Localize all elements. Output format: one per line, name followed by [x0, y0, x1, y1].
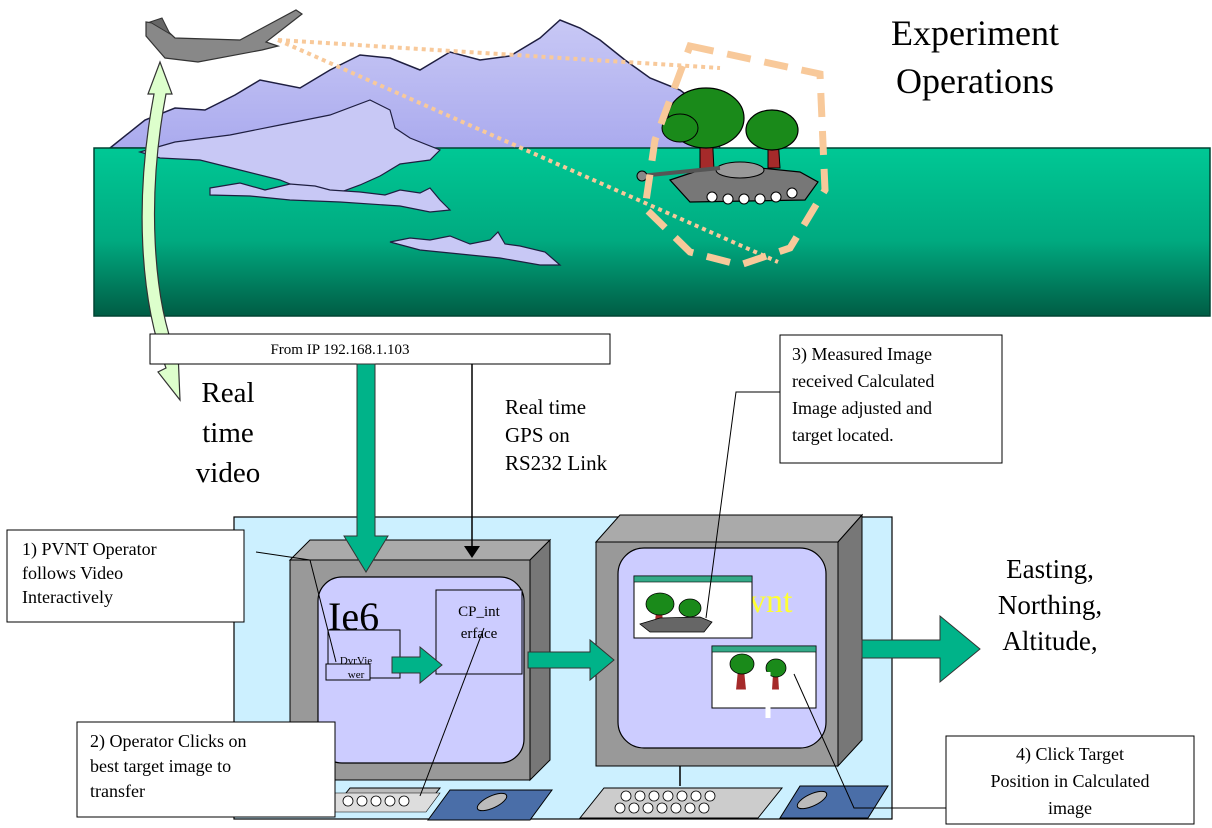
step2-line-2: best target image to — [90, 756, 231, 776]
right-mouse-icon — [796, 790, 828, 810]
gps-label: Real time GPS on RS232 Link — [505, 395, 608, 475]
cp-interface-window[interactable] — [435, 589, 523, 675]
measured-image-window[interactable] — [633, 575, 753, 639]
cp-interface-label-2: erface — [461, 626, 498, 642]
output-arrow — [861, 614, 981, 684]
step3-line-1: 3) Measured Image — [792, 344, 932, 365]
left-mouse-icon — [476, 792, 508, 812]
monitor-to-monitor-arrow — [527, 638, 615, 682]
output-label: Easting, Northing, Altitude, — [998, 554, 1102, 656]
calculated-image-window[interactable] — [711, 645, 817, 709]
aircraft-icon — [145, 9, 304, 63]
page-title: Experiment Operations — [891, 13, 1059, 101]
gps-label-line-3: RS232 Link — [505, 451, 608, 475]
mountain-range — [107, 19, 721, 151]
step4-line-1: 4) Click Target — [1016, 744, 1124, 765]
left-mouse-pad — [427, 789, 553, 821]
video-label-line-2: time — [202, 417, 254, 449]
step3-line-2: received Calculated — [792, 371, 934, 391]
foreground-ridge — [137, 99, 442, 201]
title-line-1: Experiment — [891, 13, 1059, 53]
ip-label: From IP 192.168.1.103 — [270, 342, 409, 358]
video-label-line-1: Real — [201, 377, 254, 409]
sight-line-lower — [277, 38, 779, 264]
right-mouse-pad — [779, 785, 889, 819]
video-label: Real time video — [196, 377, 260, 489]
step4-line-2: Position in Calculated — [991, 771, 1150, 791]
step1-line-2: follows Video — [22, 563, 123, 583]
step2-line-3: transfer — [90, 781, 145, 801]
step1-line-3: Interactively — [22, 587, 113, 607]
callout-step-1: 1) PVNT Operator follows Video Interacti… — [6, 529, 337, 663]
callout-step-3: 3) Measured Image received Calculated Im… — [705, 334, 1003, 619]
output-altitude: Altitude, — [1002, 626, 1097, 656]
gps-label-line-2: GPS on — [505, 423, 570, 447]
left-monitor: Ie6 DvrVie wer CP_int erface — [288, 538, 552, 782]
right-keyboard — [578, 787, 784, 819]
step3-line-3: Image adjusted and — [792, 398, 932, 418]
step4-line-3: image — [1048, 798, 1092, 818]
ridge-line-2 — [389, 231, 562, 266]
cp-interface-label-1: CP_int — [458, 604, 501, 620]
dvrviewer-label-2: wer — [348, 669, 365, 681]
callout-step-2: 2) Operator Clicks on best target image … — [76, 627, 485, 818]
ip-to-ie6-arrow — [343, 363, 389, 573]
sensor-footprint — [641, 41, 829, 269]
step1-line-1: 1) PVNT Operator — [22, 539, 157, 560]
ip-source-bar: From IP 192.168.1.103 — [149, 333, 611, 365]
tree-group — [661, 87, 799, 171]
target-crosshair[interactable] — [718, 672, 790, 718]
title-line-2: Operations — [896, 61, 1054, 101]
left-keyboard — [319, 787, 442, 813]
transfer-arrow — [391, 645, 443, 685]
ridge-line-1 — [209, 182, 452, 213]
step3-line-4: target located. — [792, 425, 894, 445]
tank-icon — [636, 161, 819, 205]
gps-arrowhead — [464, 546, 480, 558]
sight-line-upper — [277, 38, 721, 70]
output-northing: Northing, — [998, 590, 1102, 620]
output-easting: Easting, — [1006, 554, 1094, 584]
landscape-scene — [93, 9, 1211, 317]
right-monitor: pvnt — [594, 513, 864, 768]
video-label-line-3: video — [196, 457, 260, 489]
gps-label-line-1: Real time — [505, 395, 586, 419]
video-downlink-arrow — [141, 60, 181, 402]
step2-line-1: 2) Operator Clicks on — [90, 731, 246, 752]
dvrviewer-label-1: DvrVie — [340, 655, 372, 667]
callout-step-4: 4) Click Target Position in Calculated i… — [793, 673, 1195, 825]
